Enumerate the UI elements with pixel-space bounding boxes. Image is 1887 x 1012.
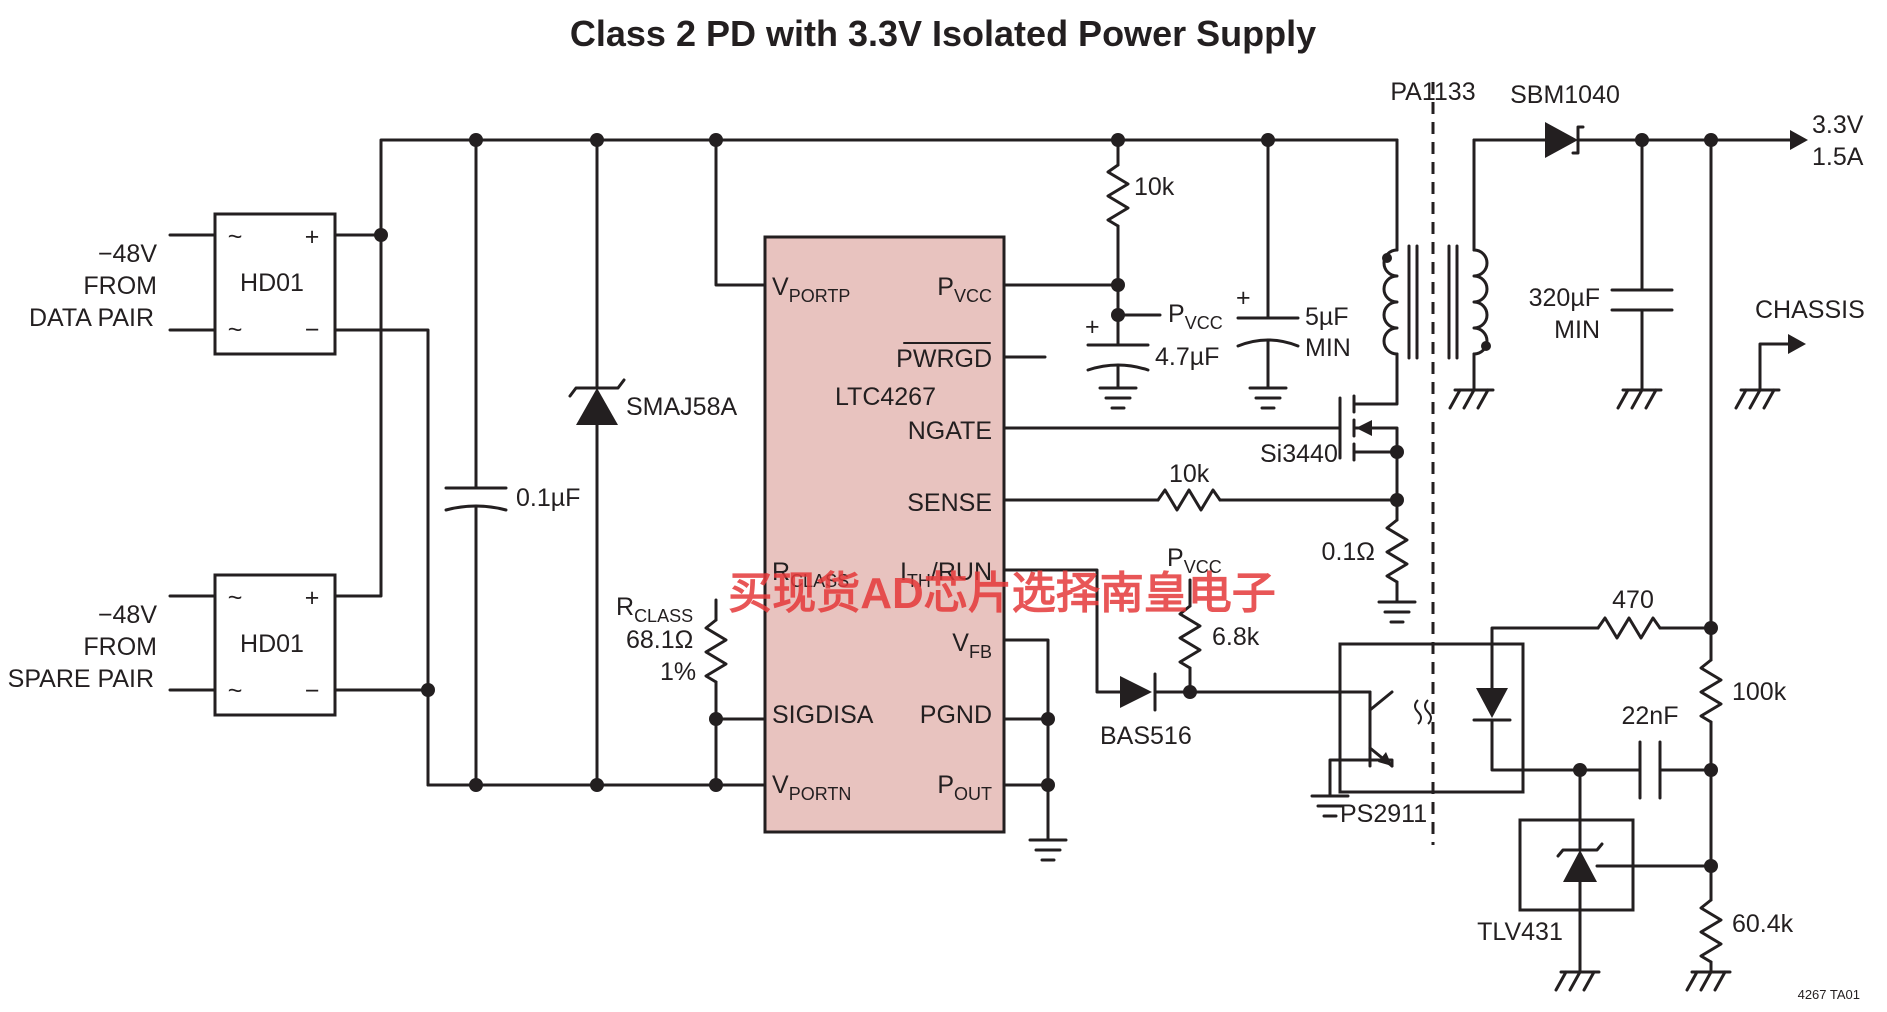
cap-4-7-plus: + (1085, 313, 1100, 341)
bridge-spare-minus: − (305, 677, 320, 705)
transformer-primary (1382, 138, 1419, 402)
watermark-text: 买现货AD芯片选择南皇电子 (728, 569, 1276, 618)
r-sense-label: 0.1Ω (1322, 538, 1375, 566)
schematic-title: Class 2 PD with 3.3V Isolated Power Supp… (570, 13, 1316, 54)
resistor-rclass (704, 598, 728, 787)
cap-4-7-label: 4.7µF (1155, 343, 1219, 371)
resistor-10k-pvcc (1106, 138, 1130, 322)
bridge-data-plus: + (305, 223, 320, 251)
cap-5uf-label: 5µF (1305, 303, 1349, 331)
tlv431-symbol (1556, 768, 1713, 974)
bridge-rectifier-data: HD01 ~ ~ + − (213, 212, 337, 356)
pin-rclass: RCLASS (772, 558, 849, 591)
capacitor-320uf (1610, 138, 1674, 410)
pvcc-net-label: PVCC (1168, 300, 1223, 333)
input-wires (168, 233, 217, 692)
bridge-spare-label: HD01 (240, 630, 304, 658)
mosfet-si3440 (1338, 394, 1399, 462)
resistor-6-8k (1178, 578, 1202, 694)
data-pair-line2: FROM (83, 272, 157, 300)
spare-pair-line3: SPARE PAIR (8, 665, 154, 693)
output-voltage-label: 3.3V (1812, 111, 1864, 139)
ic-name: LTC4267 (835, 383, 936, 411)
transformer-secondary (1447, 138, 1495, 410)
pin-pwrgd: PWRGD (896, 345, 992, 373)
r-pvcc-label: 10k (1134, 173, 1175, 201)
tlv431-label: TLV431 (1477, 918, 1563, 946)
schottky-diode (1472, 122, 1792, 158)
transformer-label: PA1133 (1390, 78, 1475, 106)
bridge-rectifier-spare: HD01 ~ ~ + − (213, 573, 337, 717)
resistor-60-4k (1685, 898, 1732, 992)
pin-vportp: VPORTP (772, 273, 850, 306)
r-sense-filter-label: 10k (1169, 460, 1210, 488)
chassis-ground-icon (1734, 334, 1806, 410)
pin-ith-run: ITH/RUN (900, 558, 992, 591)
r-470-label: 470 (1612, 586, 1654, 614)
pin-ngate: NGATE (908, 417, 992, 445)
pin-sigdisa: SIGDISA (772, 701, 874, 729)
cap-5uf-plus: + (1236, 284, 1251, 312)
opto-transistor (1338, 690, 1394, 768)
cap-320uf-label: 320µF (1529, 284, 1600, 312)
data-pair-line1: −48V (98, 240, 157, 268)
r-60-4k-label: 60.4k (1732, 910, 1794, 938)
capacitor-22nf (1578, 740, 1713, 800)
bridge-data-minus: − (305, 316, 320, 344)
output-arrow-icon (1790, 130, 1808, 150)
spare-pair-line2: FROM (83, 633, 157, 661)
optocoupler-ps2911 (1338, 642, 1525, 794)
pin-vportn: VPORTN (772, 771, 851, 804)
capacitor-input-label: 0.1µF (516, 484, 580, 512)
resistor-sense-filter (1002, 488, 1399, 512)
r-6-8k-label: 6.8k (1212, 623, 1260, 651)
pin-vfb: VFB (952, 629, 992, 662)
cap-320uf-min: MIN (1554, 316, 1600, 344)
bridge-spare-ac-top: ~ (228, 584, 243, 612)
data-pair-line3: DATA PAIR (29, 304, 154, 332)
pin-sense: SENSE (907, 489, 992, 517)
capacitor-5uf (1236, 138, 1300, 410)
bridge-output-wires (333, 138, 1399, 787)
cap-22nf-label: 22nF (1622, 702, 1679, 730)
pin-pout: POUT (937, 771, 992, 804)
figure-id: 4267 TA01 (1798, 987, 1860, 1002)
tvs-diode (568, 138, 626, 787)
ic-ltc4267 (763, 235, 1006, 834)
opto-led (1472, 688, 1512, 722)
chassis-label: CHASSIS (1755, 296, 1865, 324)
rclass-name: RCLASS (616, 593, 693, 626)
bridge-data-label: HD01 (240, 269, 304, 297)
rclass-value: 68.1Ω (626, 626, 693, 654)
rclass-tolerance: 1% (660, 658, 696, 686)
capacitor-input (444, 138, 508, 787)
pin-pgnd: PGND (920, 701, 992, 729)
spare-pair-line1: −48V (98, 601, 157, 629)
opto-label: PS2911 (1340, 800, 1427, 828)
bridge-spare-plus: + (305, 584, 320, 612)
resistor-sense (1377, 518, 1417, 624)
capacitor-4-7uf (1086, 313, 1150, 410)
resistor-470 (1596, 616, 1713, 640)
diode-bas516-label: BAS516 (1100, 722, 1192, 750)
schottky-label: SBM1040 (1510, 81, 1620, 109)
mosfet-label: Si3440 (1260, 440, 1338, 468)
cap-5uf-min: MIN (1305, 334, 1351, 362)
bridge-data-ac-top: ~ (228, 223, 243, 251)
diode-bas516 (1120, 672, 1342, 712)
bridge-data-ac-bottom: ~ (228, 316, 243, 344)
pvcc-net-label-2: PVCC (1167, 544, 1222, 577)
pin-pvcc: PVCC (937, 273, 992, 306)
tvs-label: SMAJ58A (626, 393, 737, 421)
r-100k-label: 100k (1732, 678, 1787, 706)
opto-light-icon (1414, 699, 1432, 725)
output-current-label: 1.5A (1812, 143, 1864, 171)
bridge-spare-ac-bottom: ~ (228, 677, 243, 705)
